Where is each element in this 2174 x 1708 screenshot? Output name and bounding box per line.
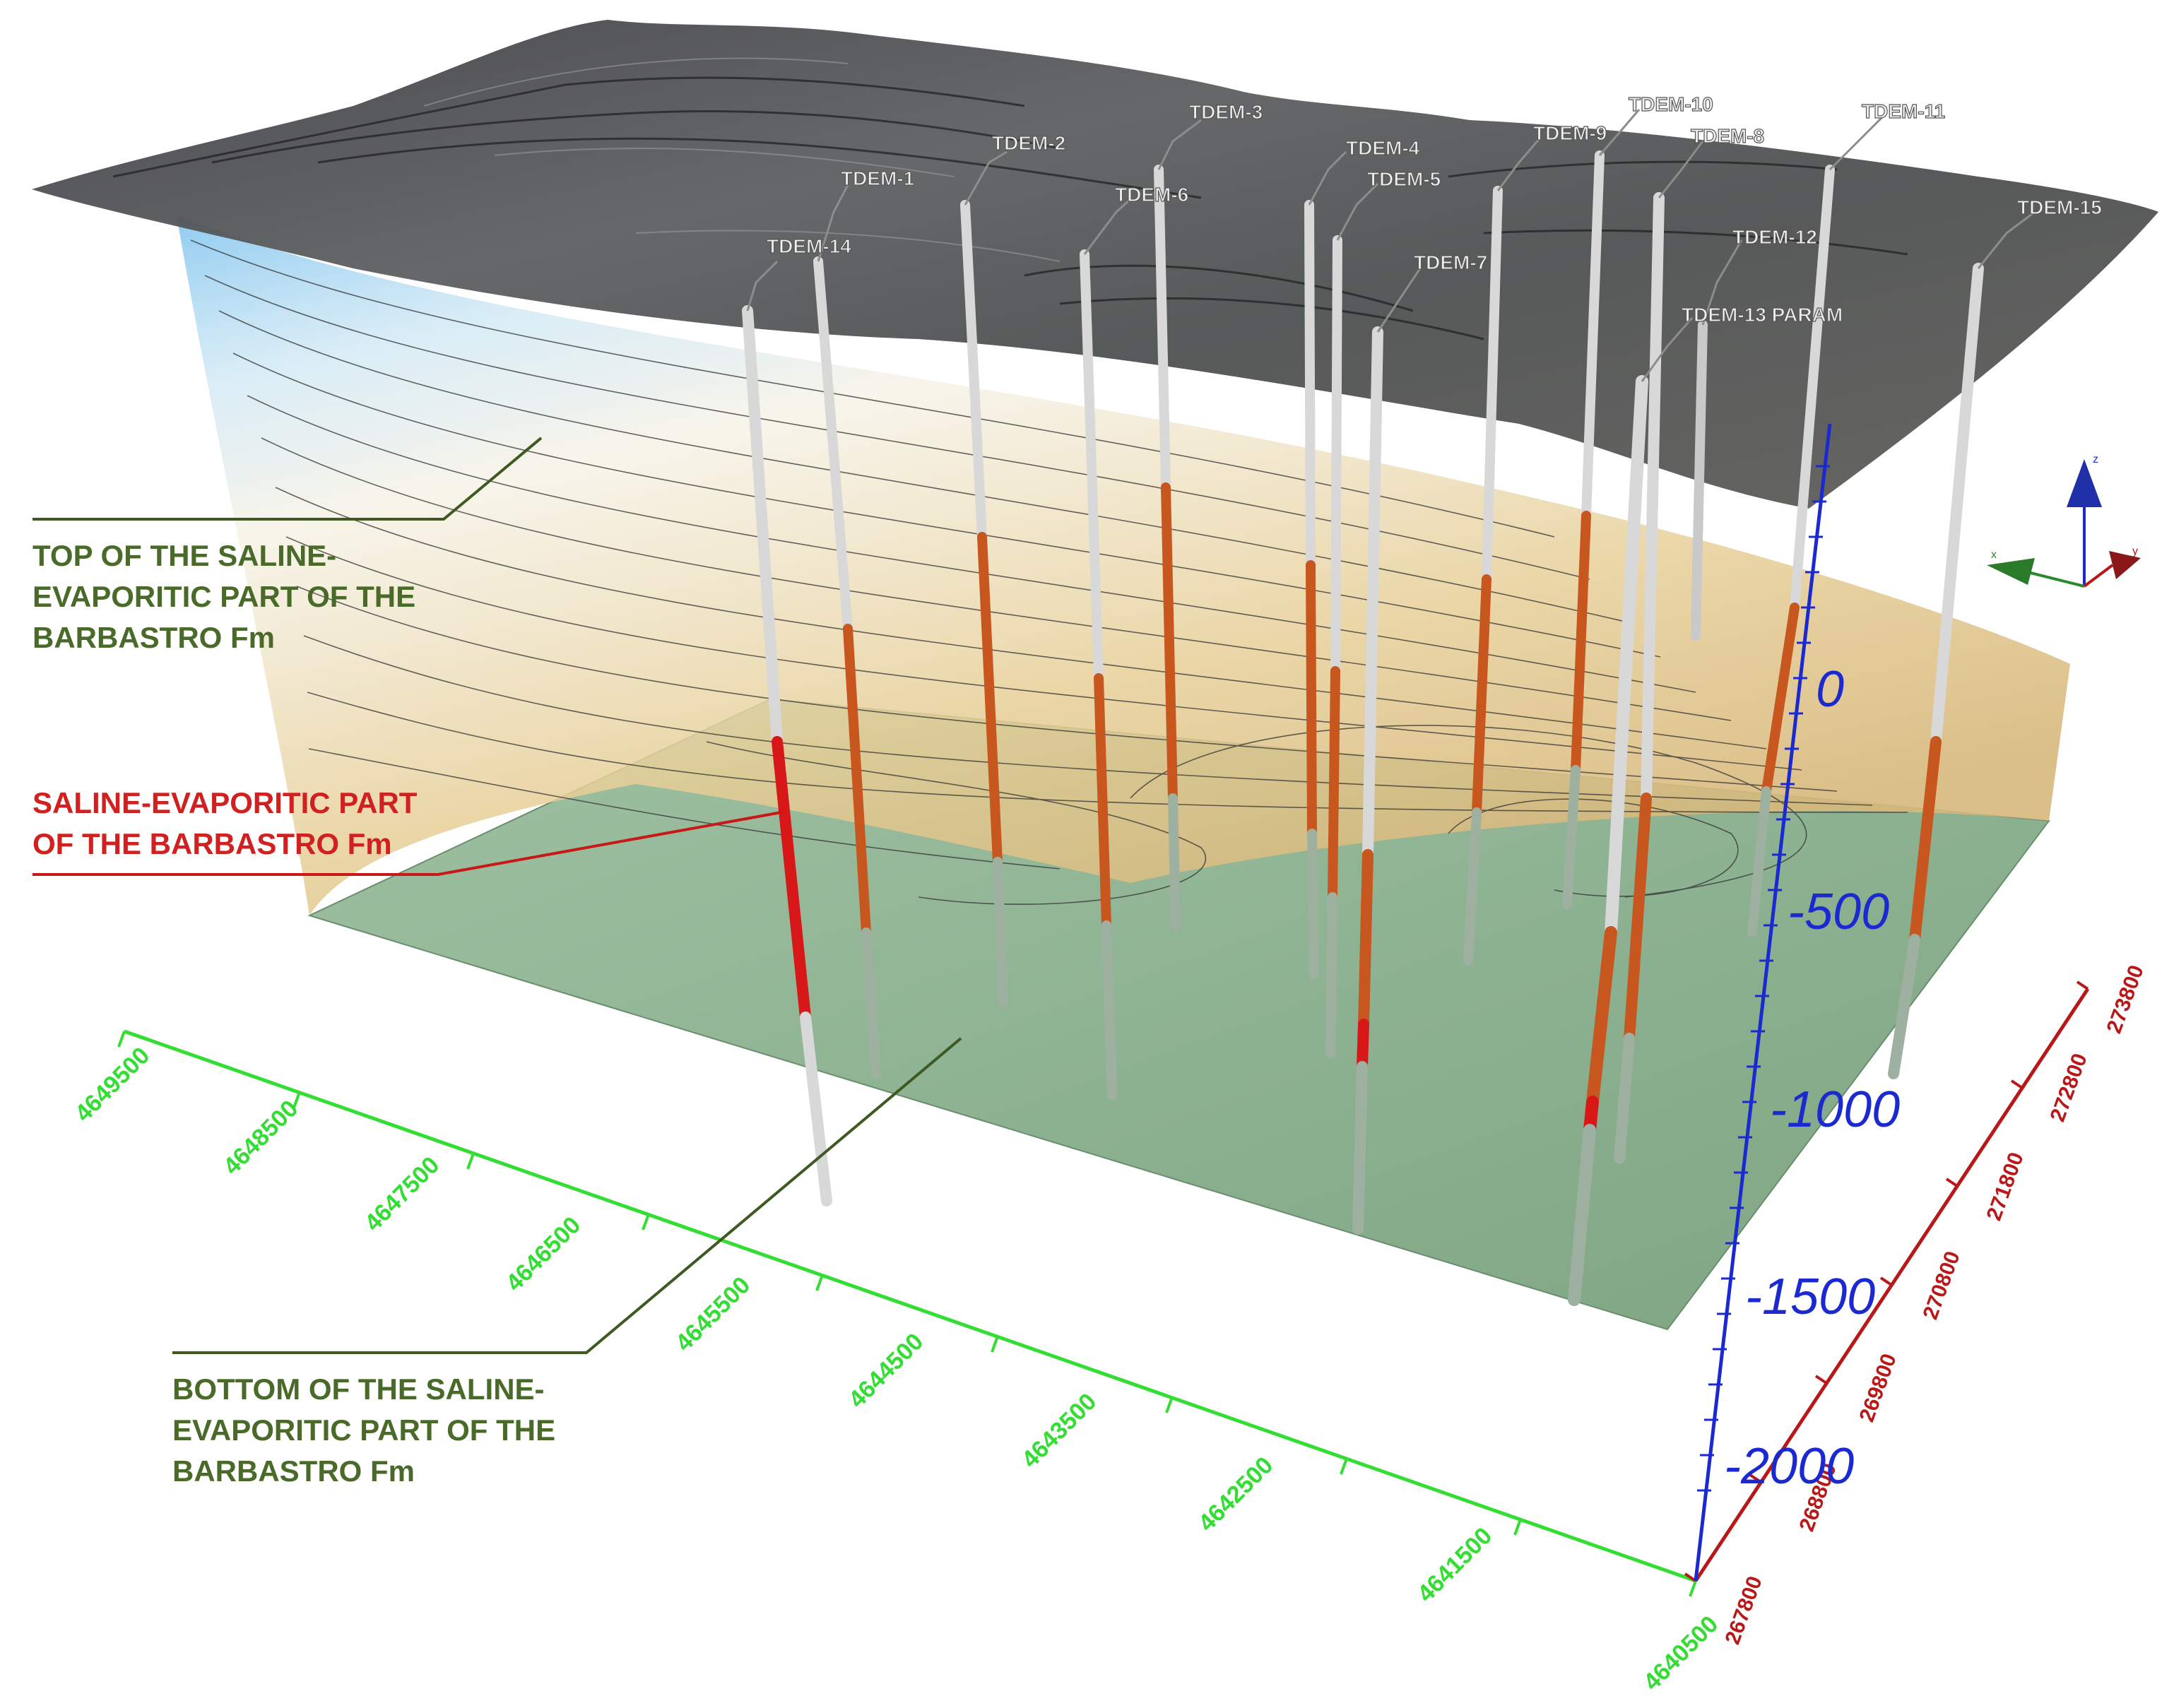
axis-triad-icon[interactable]: z x y bbox=[1987, 453, 2141, 588]
terrain-highlights bbox=[423, 57, 1061, 262]
well-TDEM-3[interactable] bbox=[1154, 165, 1181, 930]
z-tick-label: -500 bbox=[1788, 884, 1889, 940]
terrain-ridges bbox=[112, 76, 1908, 340]
well-TDEM-11[interactable] bbox=[1747, 165, 1835, 937]
callout-top-of-saline: TOP OF THE SALINE- EVAPORITIC PART OF TH… bbox=[33, 535, 415, 658]
well-label: TDEM-10 bbox=[1629, 93, 1713, 115]
x-tick-label: 273800 bbox=[2103, 962, 2149, 1036]
well-TDEM-8[interactable] bbox=[1614, 192, 1665, 1164]
z-tick-label: -1500 bbox=[1745, 1269, 1875, 1325]
well-TDEM-9[interactable] bbox=[1562, 150, 1605, 909]
y-tick-label: 4648500 bbox=[218, 1095, 303, 1180]
well-TDEM-1[interactable] bbox=[813, 256, 881, 1079]
well-TDEM-6[interactable] bbox=[1080, 249, 1117, 1100]
callout-line: SALINE-EVAPORITIC PART bbox=[33, 786, 418, 819]
y-tick-label: 4642500 bbox=[1193, 1452, 1278, 1536]
x-tick-label: 271800 bbox=[1983, 1149, 2028, 1223]
well-label: TDEM-1 bbox=[841, 167, 914, 189]
callout-line: BARBASTRO Fm bbox=[33, 621, 275, 654]
well-TDEM-4[interactable] bbox=[1304, 200, 1319, 980]
well-TDEM-13-PARAM[interactable] bbox=[1568, 375, 1648, 1306]
z-tick-label: -1000 bbox=[1770, 1081, 1900, 1138]
well-TDEM-12[interactable] bbox=[1691, 320, 1708, 641]
x-tick-label: 269800 bbox=[1855, 1351, 1901, 1425]
x-tick-label: 272800 bbox=[2046, 1050, 2092, 1125]
y-tick-label: 4649500 bbox=[70, 1042, 155, 1127]
callout-line: TOP OF THE SALINE- bbox=[33, 539, 337, 572]
y-tick-label: 4641500 bbox=[1412, 1522, 1497, 1607]
callout-line: BARBASTRO Fm bbox=[172, 1454, 415, 1488]
well-TDEM-14[interactable] bbox=[742, 305, 832, 1206]
well-labels: TDEM-14 TDEM-1 TDEM-2 TDEM-6 TDEM-3 TDEM… bbox=[766, 93, 2102, 326]
well-TDEM-7[interactable] bbox=[1352, 326, 1383, 1235]
wells-layer bbox=[742, 150, 1984, 1306]
well-label: TDEM-9 bbox=[1533, 122, 1607, 144]
z-axis-ticks bbox=[1697, 465, 1830, 1492]
callout-line: EVAPORITIC PART OF THE bbox=[172, 1413, 556, 1447]
gizmo-y-label: y bbox=[2132, 545, 2138, 557]
well-TDEM-2[interactable] bbox=[960, 200, 1008, 1008]
well-label: TDEM-4 bbox=[1346, 137, 1420, 159]
x-tick-label: 267800 bbox=[1721, 1573, 1767, 1647]
z-tick-label: 0 bbox=[1816, 661, 1844, 718]
y-tick-label: 4645500 bbox=[670, 1271, 755, 1356]
terrain-surface bbox=[32, 20, 2158, 509]
z-axis-tick-labels: 0 -500 -1000 -1500 -2000 bbox=[1724, 661, 1900, 1495]
y-axis-ticks bbox=[117, 1031, 1697, 1597]
callout-line: OF THE BARBASTRO Fm bbox=[33, 827, 392, 860]
callout-bottom-of-saline: BOTTOM OF THE SALINE- EVAPORITIC PART OF… bbox=[172, 1369, 555, 1492]
well-TDEM-10[interactable] bbox=[1463, 186, 1503, 966]
callout-saline-leader bbox=[33, 811, 782, 876]
gizmo-z-label: z bbox=[2093, 453, 2098, 465]
well-label: TDEM-5 bbox=[1367, 168, 1441, 190]
well-label: TDEM-8 bbox=[1691, 125, 1764, 147]
well-label: TDEM-3 bbox=[1189, 101, 1263, 123]
callout-line: BOTTOM OF THE SALINE- bbox=[172, 1372, 545, 1406]
gizmo-x-label: x bbox=[1991, 549, 1997, 561]
callout-top-leader bbox=[33, 437, 543, 521]
callout-line: EVAPORITIC PART OF THE bbox=[33, 580, 416, 613]
y-tick-label: 4640500 bbox=[1638, 1611, 1723, 1695]
well-TDEM-15[interactable] bbox=[1888, 263, 1984, 1079]
callout-bottom-leader bbox=[172, 1037, 962, 1354]
y-tick-label: 4647500 bbox=[360, 1151, 444, 1236]
z-axis-line bbox=[1694, 423, 1832, 1582]
y-axis-line bbox=[124, 1029, 1696, 1583]
y-tick-label: 4643500 bbox=[1017, 1388, 1101, 1473]
well-label: TDEM-11 bbox=[1862, 100, 1945, 122]
well-label: TDEM-13 PARAM bbox=[1682, 304, 1843, 326]
well-label: TDEM-14 bbox=[767, 235, 851, 257]
well-label: TDEM-15 bbox=[2017, 196, 2102, 218]
x-axis-line bbox=[1694, 988, 2090, 1582]
y-tick-label: 4644500 bbox=[844, 1328, 928, 1413]
well-label: TDEM-2 bbox=[992, 132, 1065, 154]
well-label: TDEM-7 bbox=[1414, 251, 1487, 273]
y-tick-label: 4646500 bbox=[501, 1211, 586, 1296]
well-leader-lines bbox=[746, 109, 2036, 382]
well-label: TDEM-6 bbox=[1115, 184, 1188, 206]
well-TDEM-5[interactable] bbox=[1325, 235, 1342, 1057]
callout-saline-part: SALINE-EVAPORITIC PART OF THE BARBASTRO … bbox=[33, 783, 417, 865]
z-tick-label: -2000 bbox=[1724, 1438, 1854, 1495]
well-label: TDEM-12 bbox=[1732, 226, 1817, 248]
x-tick-label: 270800 bbox=[1919, 1248, 1965, 1322]
x-axis-ticks bbox=[1684, 980, 2089, 1582]
